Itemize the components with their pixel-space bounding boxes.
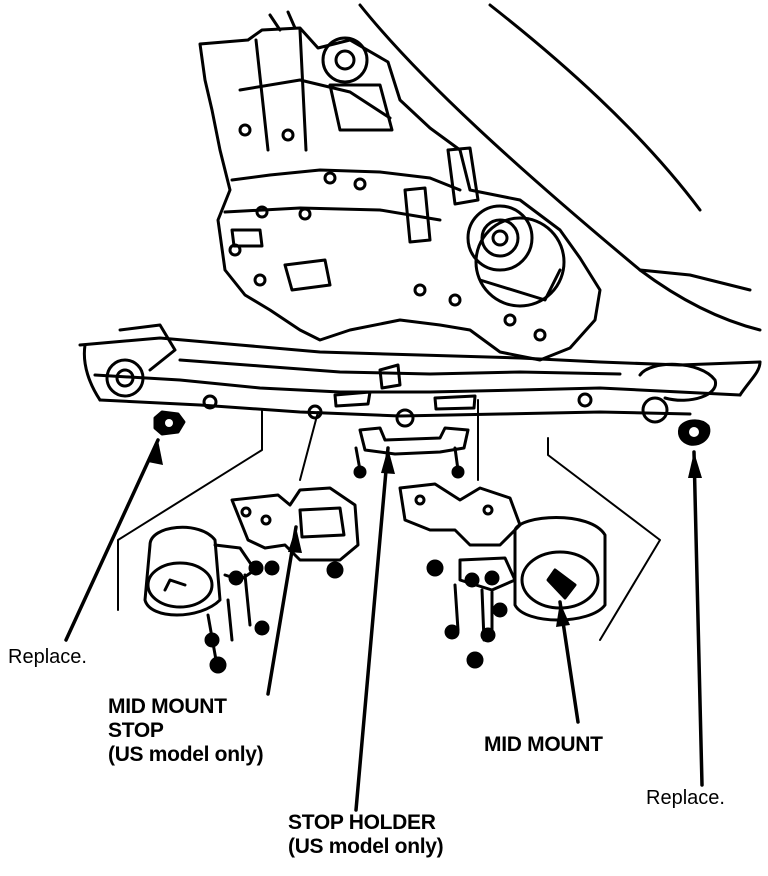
mid-mount-stop-bolts xyxy=(204,560,280,674)
mid-mount-label: MID MOUNT xyxy=(484,733,603,756)
arrowheads xyxy=(148,440,702,627)
replace-right-label: Replace. xyxy=(646,787,725,809)
body-contour xyxy=(358,3,762,332)
replace-left-label: Replace. xyxy=(8,646,87,668)
arrow-mid-mount-stop xyxy=(266,525,298,696)
subframe xyxy=(78,323,762,428)
arrow-stop-holder xyxy=(354,446,390,812)
stop-holder-line2: (US model only) xyxy=(288,835,444,859)
stop-holder-part xyxy=(353,426,470,479)
mid-mount-stop-label: MID MOUNT STOP (US model only) xyxy=(108,695,264,767)
stop-holder-label: STOP HOLDER (US model only) xyxy=(288,811,444,859)
mid-mount-part xyxy=(398,482,607,622)
right-replace-bolt xyxy=(678,419,711,446)
mid-mount-stop-part xyxy=(143,486,360,617)
transmission-housing xyxy=(198,10,602,362)
exploded-view-lines xyxy=(117,399,661,641)
mid-mount-stop-line1: MID MOUNT xyxy=(108,695,227,718)
mid-mount-stop-line2: STOP xyxy=(108,719,164,743)
arrow-replace-right xyxy=(692,450,704,787)
mid-mount-bolts xyxy=(444,570,508,669)
mid-mount-stop-line3: (US model only) xyxy=(108,743,264,767)
left-replace-bolt xyxy=(153,410,186,436)
arrow-replace-left xyxy=(64,438,160,642)
stop-holder-line1: STOP HOLDER xyxy=(288,811,436,834)
